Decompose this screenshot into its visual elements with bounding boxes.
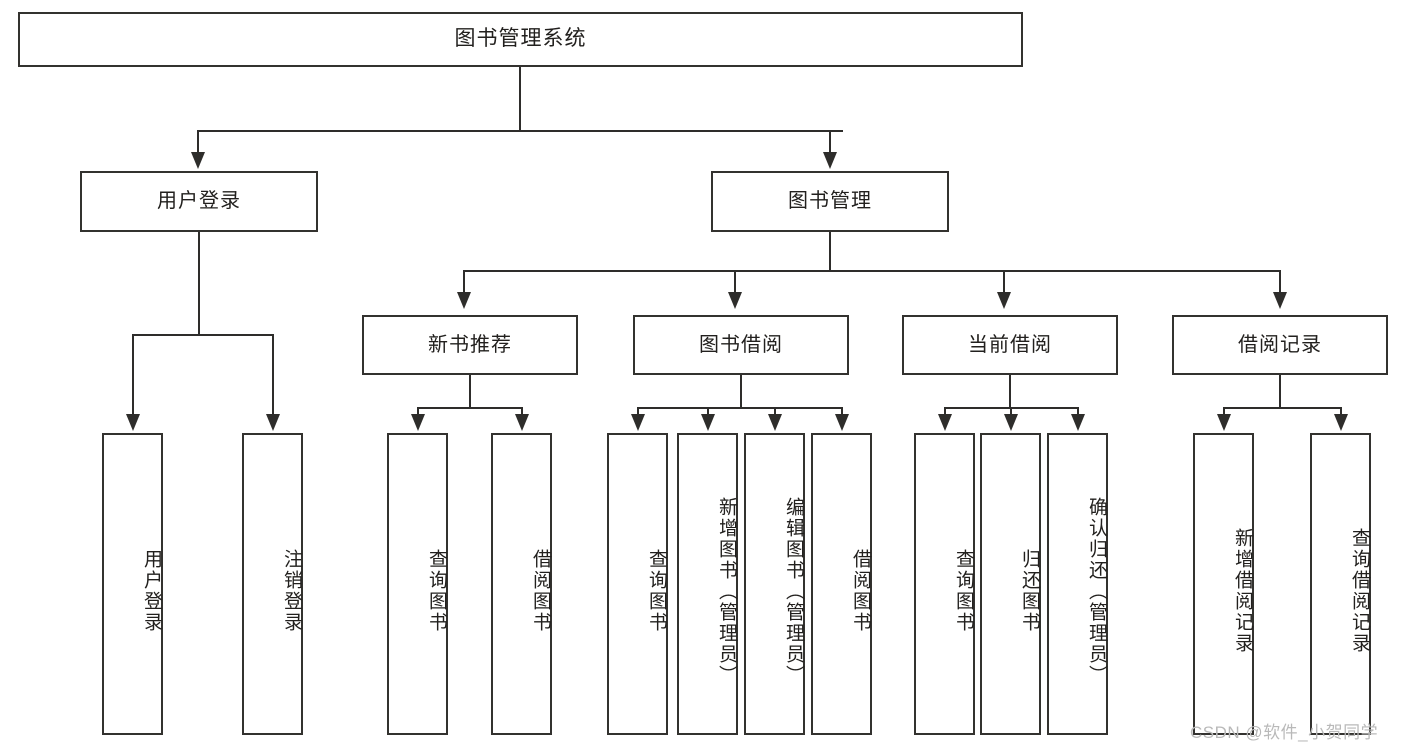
connector-nbr-drop-2 [521, 407, 523, 417]
leaf-cb-return-book[interactable]: 归还图书 [980, 433, 1041, 735]
leaf-logout[interactable]: 注销登录 [242, 433, 303, 735]
arrow-to-current-borrow [997, 292, 1011, 309]
connector-bm-drop-2 [734, 270, 736, 294]
arrow-to-cb-leaf-3 [1071, 414, 1085, 431]
node-label: 借阅图书 [530, 549, 551, 633]
node-book-borrow[interactable]: 图书借阅 [633, 315, 849, 375]
connector-user-login-stem [198, 232, 200, 335]
connector-cb-drop-1 [944, 407, 946, 417]
connector-cb-drop-3 [1077, 407, 1079, 417]
connector-br-stem [1279, 375, 1281, 409]
connector-bm-drop-1 [463, 270, 465, 294]
connector-root-stem [519, 67, 521, 131]
connector-book-management-bar [463, 270, 1281, 272]
leaf-bb-search-book[interactable]: 查询图书 [607, 433, 668, 735]
node-user-login[interactable]: 用户登录 [80, 171, 318, 232]
connector-cb-stem [1009, 375, 1011, 409]
leaf-cb-confirm-return-admin[interactable]: 确认归还（管理员） [1047, 433, 1108, 735]
node-label: 查询图书 [426, 549, 447, 633]
arrow-to-bb-leaf-2 [701, 414, 715, 431]
connector-root-drop-user-login [197, 130, 199, 154]
leaf-nbr-search-book[interactable]: 查询图书 [387, 433, 448, 735]
arrow-to-cb-leaf-2 [1004, 414, 1018, 431]
arrow-to-borrow-record [1273, 292, 1287, 309]
leaf-nbr-borrow-book[interactable]: 借阅图书 [491, 433, 552, 735]
node-label: 图书借阅 [699, 333, 783, 356]
node-label: 新书推荐 [428, 333, 512, 356]
connector-bb-drop-4 [841, 407, 843, 417]
connector-bb-drop-3 [774, 407, 776, 417]
leaf-br-add-record[interactable]: 新增借阅记录 [1193, 433, 1254, 735]
node-borrow-record[interactable]: 借阅记录 [1172, 315, 1388, 375]
node-label: 编辑图书（管理员） [783, 496, 804, 686]
connector-br-bar [1223, 407, 1341, 409]
node-label: 注销登录 [281, 549, 302, 633]
node-label: 新增图书（管理员） [716, 496, 737, 686]
leaf-bb-borrow-book[interactable]: 借阅图书 [811, 433, 872, 735]
arrow-to-br-leaf-2 [1334, 414, 1348, 431]
connector-user-login-drop-1 [132, 334, 134, 416]
node-label: 借阅记录 [1238, 333, 1322, 356]
connector-book-management-stem [829, 232, 831, 272]
arrow-to-user-login [191, 152, 205, 169]
arrow-to-nbr-leaf-1 [411, 414, 425, 431]
node-label: 归还图书 [1019, 549, 1040, 633]
connector-root-drop-book-management [829, 130, 831, 154]
arrow-to-nbr-leaf-2 [515, 414, 529, 431]
leaf-br-search-record[interactable]: 查询借阅记录 [1310, 433, 1371, 735]
connector-nbr-drop-1 [417, 407, 419, 417]
arrow-to-br-leaf-1 [1217, 414, 1231, 431]
connector-nbr-stem [469, 375, 471, 409]
node-label: 查询图书 [646, 549, 667, 633]
connector-bm-drop-4 [1279, 270, 1281, 294]
leaf-bb-add-book-admin[interactable]: 新增图书（管理员） [677, 433, 738, 735]
connector-nbr-bar [417, 407, 522, 409]
connector-bm-drop-3 [1003, 270, 1005, 294]
node-label: 借阅图书 [850, 549, 871, 633]
arrow-to-bb-leaf-3 [768, 414, 782, 431]
node-new-book-recommend[interactable]: 新书推荐 [362, 315, 578, 375]
leaf-user-login[interactable]: 用户登录 [102, 433, 163, 735]
arrow-to-bb-leaf-1 [631, 414, 645, 431]
node-label: 图书管理系统 [454, 27, 587, 51]
arrow-to-book-management [823, 152, 837, 169]
node-label: 用户登录 [157, 190, 241, 212]
connector-user-login-bar [132, 334, 272, 336]
arrow-to-user-login-leaf [126, 414, 140, 431]
node-label: 查询借阅记录 [1349, 528, 1370, 654]
arrow-to-book-borrow [728, 292, 742, 309]
node-label: 用户登录 [141, 549, 162, 633]
connector-user-login-drop-2 [272, 334, 274, 416]
connector-bb-drop-1 [637, 407, 639, 417]
node-label: 确认归还（管理员） [1086, 496, 1107, 686]
leaf-cb-search-book[interactable]: 查询图书 [914, 433, 975, 735]
connector-br-drop-2 [1340, 407, 1342, 417]
leaf-bb-edit-book-admin[interactable]: 编辑图书（管理员） [744, 433, 805, 735]
node-label: 图书管理 [788, 190, 872, 212]
connector-bb-drop-2 [707, 407, 709, 417]
arrow-to-cb-leaf-1 [938, 414, 952, 431]
connector-bb-stem [740, 375, 742, 409]
node-label: 查询图书 [953, 549, 974, 633]
connector-br-drop-1 [1223, 407, 1225, 417]
node-root-library-management-system[interactable]: 图书管理系统 [18, 12, 1023, 67]
connector-root-bar [197, 130, 843, 132]
connector-bb-bar [637, 407, 842, 409]
node-book-management[interactable]: 图书管理 [711, 171, 949, 232]
node-label: 新增借阅记录 [1232, 528, 1253, 654]
connector-cb-drop-2 [1010, 407, 1012, 417]
arrow-to-bb-leaf-4 [835, 414, 849, 431]
node-current-borrow[interactable]: 当前借阅 [902, 315, 1118, 375]
arrow-to-new-book-recommend [457, 292, 471, 309]
arrow-to-logout-leaf [266, 414, 280, 431]
node-label: 当前借阅 [968, 333, 1052, 356]
